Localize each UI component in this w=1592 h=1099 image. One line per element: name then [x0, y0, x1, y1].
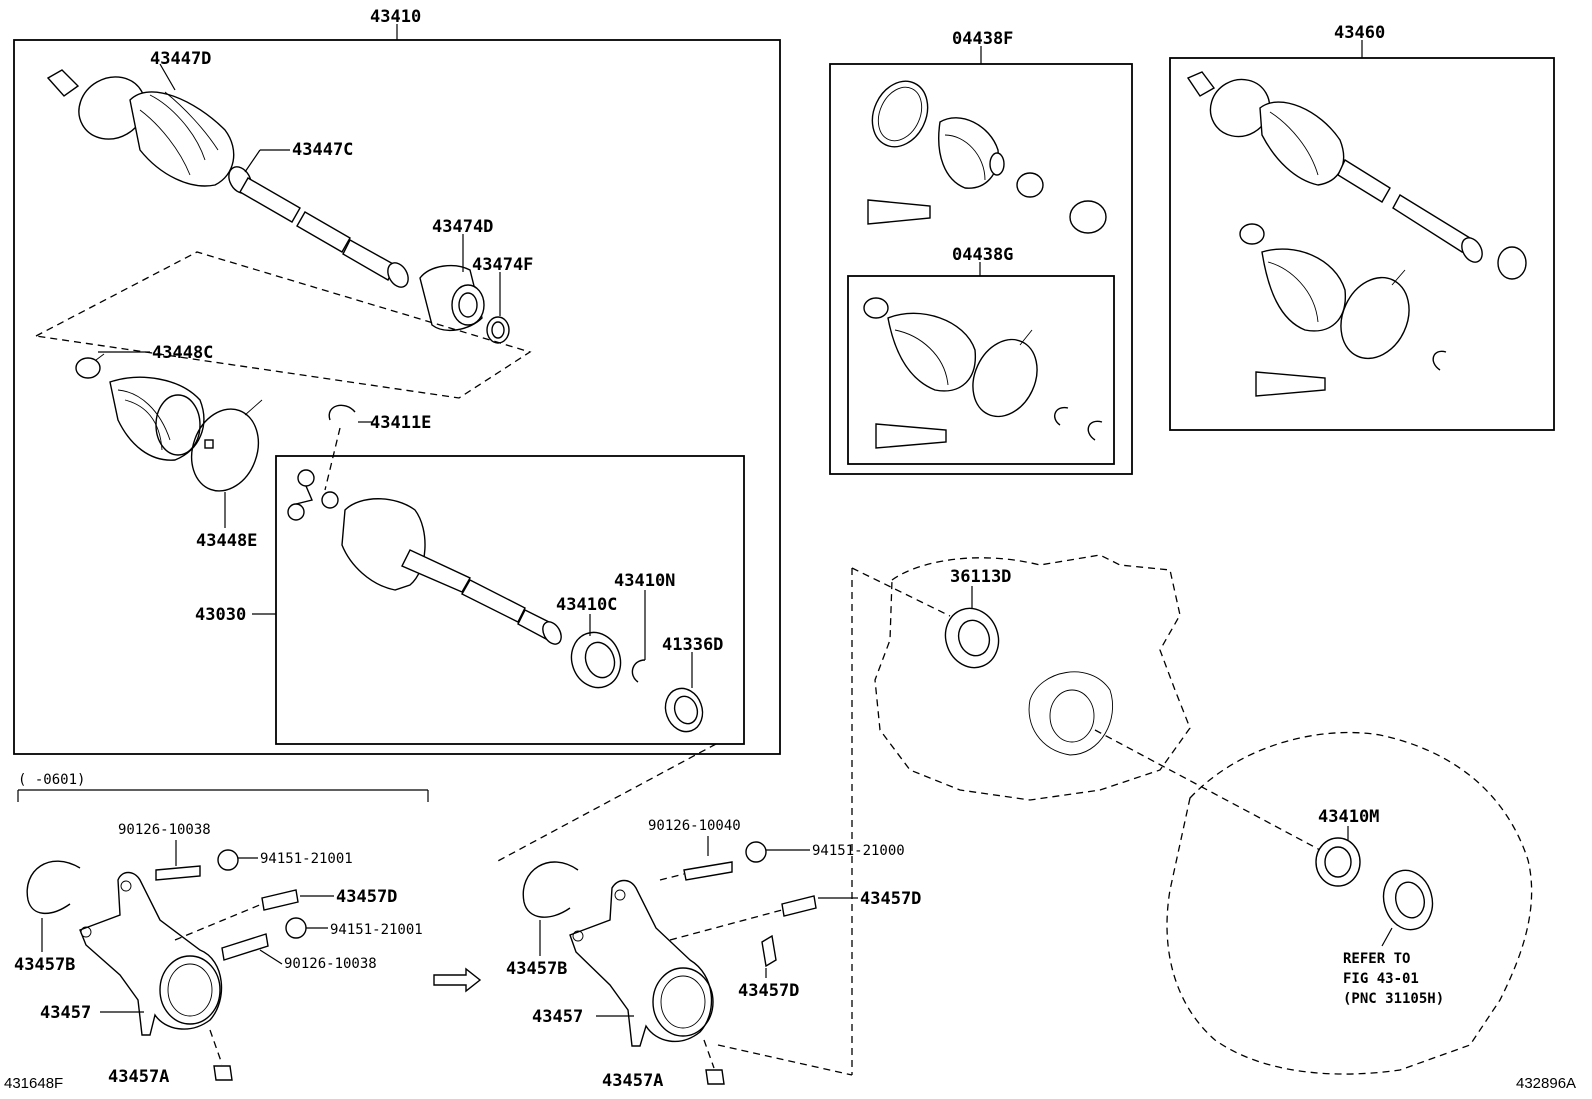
label-43447D[interactable]: 43447D	[150, 49, 211, 69]
label-41336D[interactable]: 41336D	[662, 635, 723, 655]
clamp-43448C	[75, 353, 105, 379]
label-43410[interactable]: 43410	[370, 7, 421, 27]
label-43457A-left[interactable]: 43457A	[108, 1067, 169, 1087]
box-04438G	[847, 275, 1115, 465]
bearing-43410C	[570, 631, 622, 689]
drive-shaft-outer	[46, 69, 409, 288]
label-43460[interactable]: 43460	[1334, 23, 1385, 43]
arrow-icon	[433, 967, 482, 993]
bearing-43410M	[1315, 837, 1361, 887]
bearing-43474D	[419, 264, 485, 332]
band-43448E	[190, 399, 263, 492]
refer-note-line2: FIG 43-01	[1343, 971, 1419, 987]
label-90126-10040[interactable]: 90126-10040	[648, 818, 741, 834]
bracket-group-right: 90126-10040 94151-21000 43457D 43457B 43…	[506, 818, 921, 1091]
differential-case: 43410M REFER TO FIG 43-01 (PNC 31105H)	[1166, 731, 1533, 1075]
label-43410M[interactable]: 43410M	[1318, 807, 1379, 827]
label-94151-21001-b[interactable]: 94151-21001	[330, 922, 423, 938]
label-90126-10038-a[interactable]: 90126-10038	[118, 822, 211, 838]
label-43457-left[interactable]: 43457	[40, 1003, 91, 1023]
label-43457A-right[interactable]: 43457A	[602, 1071, 663, 1091]
label-43448C[interactable]: 43448C	[152, 343, 213, 363]
label-04438F[interactable]: 04438F	[952, 29, 1013, 49]
assembly-43460: 43460	[1169, 23, 1555, 431]
label-04438G[interactable]: 04438G	[952, 245, 1013, 265]
boot-outer	[109, 376, 205, 461]
bolt-43457D-right1	[781, 895, 817, 917]
stud-90126-10038-b	[221, 933, 269, 961]
tripod-joint	[287, 469, 339, 521]
figure-code-right: 432896A	[1516, 1075, 1576, 1092]
label-43457B-right[interactable]: 43457B	[506, 959, 567, 979]
label-43457D-right1[interactable]: 43457D	[860, 889, 921, 909]
snap-ring-43457B-right	[522, 861, 579, 918]
stud-90126-10040	[683, 861, 733, 881]
bolt-43457A-right	[705, 1069, 725, 1085]
kit-04438F: 04438F 04438G	[829, 29, 1133, 475]
bolt-43457D-left	[261, 889, 299, 911]
snap-ring-43410N	[631, 659, 646, 683]
figure-code-left: 431648F	[4, 1075, 63, 1092]
label-43030[interactable]: 43030	[195, 605, 246, 625]
label-43474D[interactable]: 43474D	[432, 217, 493, 237]
label-90126-10038-b[interactable]: 90126-10038	[284, 956, 377, 972]
label-43447C[interactable]: 43447C	[292, 140, 353, 160]
refer-note-line1: REFER TO	[1343, 951, 1410, 967]
stud-90126-10038-a	[155, 865, 201, 881]
snap-ring-43457B-left	[26, 860, 81, 914]
ring-43474F	[486, 316, 510, 344]
box-04438F	[829, 63, 1133, 475]
seal-41336D	[664, 687, 704, 733]
bearing-bracket-43457-right	[569, 879, 713, 1047]
snap-ring-43411E	[328, 404, 356, 421]
bracket-group-left: ( -0601) 90126-10038 94151-21001 43457D …	[14, 772, 429, 1087]
nut-94151-21001-a	[217, 849, 239, 871]
label-43410N[interactable]: 43410N	[614, 571, 675, 591]
label-36113D[interactable]: 36113D	[950, 567, 1011, 587]
assembly-43410: 43410 43447D 43447C 43474D	[13, 7, 781, 755]
label-94151-21001-a[interactable]: 94151-21001	[260, 851, 353, 867]
label-range: ( -0601)	[18, 772, 85, 788]
label-43457D-right2[interactable]: 43457D	[738, 981, 799, 1001]
bolt-43457D-right2	[761, 934, 777, 968]
inner-joint-shaft	[341, 498, 562, 645]
bearing-bracket-43457-left	[79, 871, 223, 1036]
bolt-43457A-left	[213, 1065, 233, 1081]
nut-94151-21000	[745, 841, 767, 863]
label-43457B-left[interactable]: 43457B	[14, 955, 75, 975]
label-43457-right[interactable]: 43457	[532, 1007, 583, 1027]
label-94151-21000[interactable]: 94151-21000	[812, 843, 905, 859]
label-43410C[interactable]: 43410C	[556, 595, 617, 615]
refer-note-line3: (PNC 31105H)	[1343, 991, 1444, 1007]
label-43457D-left[interactable]: 43457D	[336, 887, 397, 907]
box-43030	[275, 455, 745, 745]
label-43448E[interactable]: 43448E	[196, 531, 257, 551]
nut-94151-21001-b	[285, 917, 307, 939]
label-43411E[interactable]: 43411E	[370, 413, 431, 433]
label-43474F[interactable]: 43474F	[472, 255, 533, 275]
bearing-36113D	[944, 607, 1000, 669]
transmission-case: 36113D	[851, 554, 1321, 1075]
